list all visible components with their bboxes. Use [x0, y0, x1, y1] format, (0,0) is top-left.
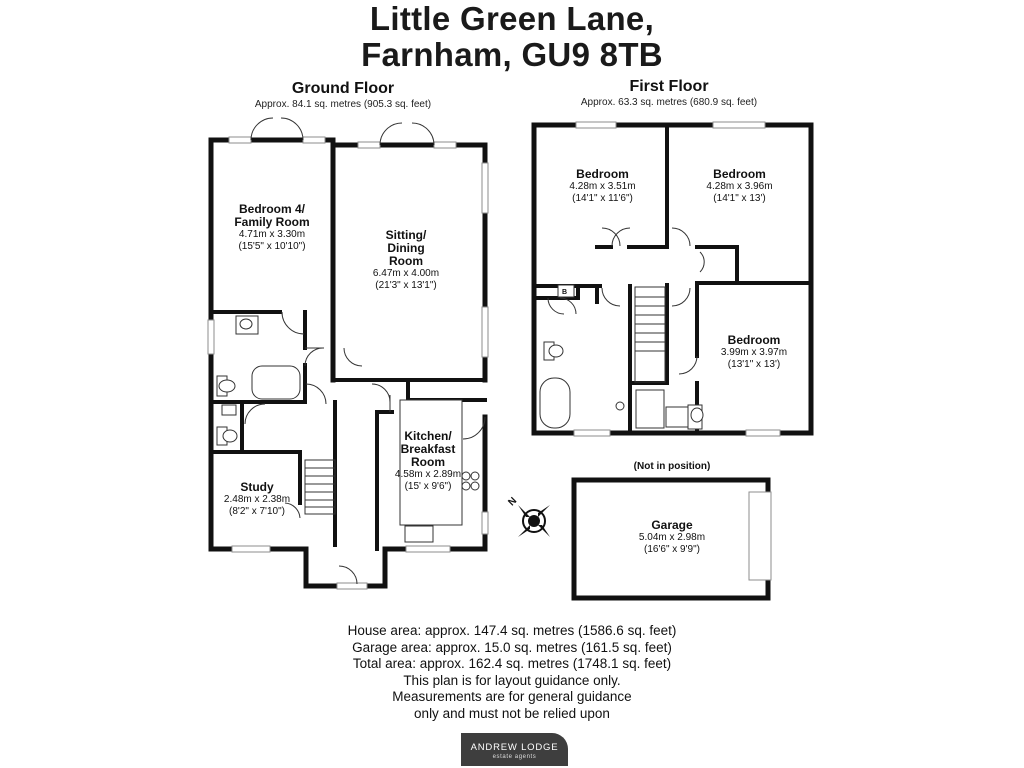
disclaimer-line: only and must not be relied upon — [414, 705, 610, 721]
windows — [207, 121, 781, 590]
room-dim-imperial: (8'2" x 7'10") — [229, 505, 285, 517]
ground-floor-area: Approx. 84.1 sq. metres (905.3 sq. feet) — [254, 99, 432, 110]
room-name: Room — [389, 254, 423, 268]
room-name: Study — [240, 480, 274, 494]
room-name: Bedroom — [727, 333, 781, 347]
room-name: Dining — [387, 241, 425, 255]
disclaimer-line: Measurements are for general guidance — [392, 689, 632, 704]
room-dim-imperial: (14'1" x 11'6") — [572, 192, 633, 204]
boiler-label: B — [562, 289, 567, 296]
area-notes: House area: approx. 147.4 sq. metres (15… — [300, 623, 724, 722]
garage-position-note: (Not in position) — [633, 461, 711, 472]
room-dim-metric: 5.04m x 2.98m — [638, 532, 706, 543]
room-name: Bedroom — [713, 167, 766, 181]
room-dim-imperial: (15'5" x 10'10") — [238, 240, 306, 252]
room-dim-metric: 3.99m x 3.97m — [720, 347, 788, 358]
room-dim-imperial: (16'6" x 9'9") — [644, 543, 700, 555]
room-label-bedroom-c: Bedroom 3.99m x 3.97m (13'1" x 13') — [700, 334, 808, 370]
first-floor-outer-walls — [531, 122, 814, 436]
room-dim-metric: 2.48m x 2.38m — [223, 494, 291, 505]
fixtures — [216, 284, 704, 543]
room-dim-imperial: (21'3" x 13'1") — [375, 279, 437, 291]
first-floor-heading: First Floor — [629, 78, 709, 95]
room-dim-imperial: (15' x 9'6") — [404, 480, 452, 492]
room-dim-metric: 4.28m x 3.96m — [706, 181, 773, 192]
room-label-bedroom-b: Bedroom 4.28m x 3.96m (14'1" x 13') — [672, 168, 807, 204]
door-swings — [244, 117, 705, 585]
compass-north-label: N — [506, 495, 519, 508]
disclaimer-line: This plan is for layout guidance only. — [403, 672, 621, 688]
room-name: Bedroom 4/ — [238, 202, 305, 216]
ground-floor-heading: Ground Floor — [291, 80, 395, 97]
room-label-kitchen: Kitchen/ Breakfast Room 4.58m x 2.89m (1… — [371, 430, 485, 492]
room-name: Room — [411, 455, 445, 469]
room-dim-metric: 4.71m x 3.30m — [238, 229, 306, 240]
compass-icon — [518, 505, 550, 537]
garage-area-note: Garage area: approx. 15.0 sq. metres (16… — [352, 639, 672, 655]
room-dim-imperial: (14'1" x 13') — [713, 192, 766, 204]
room-name: Family Room — [234, 215, 310, 229]
room-dim-metric: 6.47m x 4.00m — [372, 268, 440, 279]
house-area-note: House area: approx. 147.4 sq. metres (15… — [347, 623, 677, 638]
room-dim-imperial: (13'1" x 13') — [727, 358, 781, 370]
room-dim-metric: 4.28m x 3.51m — [569, 181, 636, 192]
room-label-bedroom-a: Bedroom 4.28m x 3.51m (14'1" x 11'6") — [540, 168, 665, 204]
total-area-note: Total area: approx. 162.4 sq. metres (17… — [352, 656, 672, 671]
stairs — [304, 286, 666, 515]
room-name: Kitchen/ — [404, 429, 452, 443]
room-name: Breakfast — [400, 442, 456, 456]
room-label-garage: Garage 5.04m x 2.98m (16'6" x 9'9") — [592, 519, 752, 555]
ground-floor-internal-walls — [209, 310, 487, 551]
room-name: Sitting/ — [385, 228, 427, 242]
agent-tagline: estate agents — [492, 754, 537, 760]
first-floor-area: Approx. 63.3 sq. metres (680.9 sq. feet) — [580, 97, 758, 108]
room-name: Garage — [651, 518, 693, 532]
room-label-bedroom4: Bedroom 4/ Family Room 4.71m x 3.30m (15… — [212, 203, 332, 252]
room-name: Bedroom — [576, 167, 629, 181]
plan-title-line1: Little Green Lane, — [369, 0, 655, 37]
agent-logo: ANDREW LODGE estate agents — [461, 733, 568, 766]
room-label-sitting-dining: Sitting/ Dining Room 6.47m x 4.00m (21'3… — [346, 229, 466, 291]
agent-name: ANDREW LODGE — [470, 742, 559, 753]
room-dim-metric: 4.58m x 2.89m — [394, 469, 462, 480]
plan-title-line2: Farnham, GU9 8TB — [361, 36, 663, 73]
room-label-study: Study 2.48m x 2.38m (8'2" x 7'10") — [213, 481, 301, 517]
